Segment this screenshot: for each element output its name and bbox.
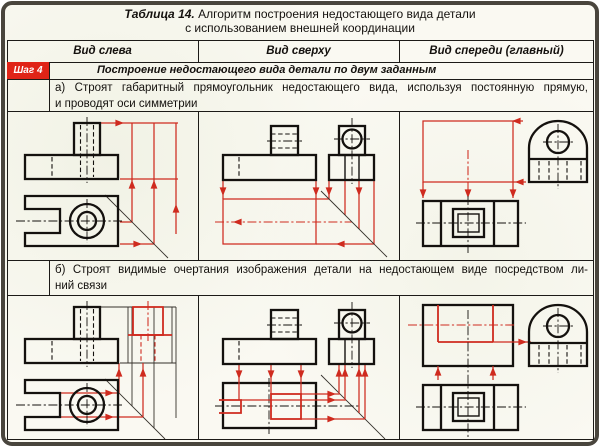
drawing-top-view-step-b [215,302,386,439]
column-header-top-view: Вид сверху [266,45,331,57]
table-title-line1: Алгоритм построения недостающего вида де… [198,7,476,21]
column-header-left-view: Вид слева [73,45,132,57]
drawing-left-view-step-a [16,117,180,259]
substep-b-line2: ний связи [55,279,108,292]
table-title-line2: с использованием внешней координации [185,21,415,35]
step-title: Построение недостающего вида детали по д… [97,64,437,76]
drawing-front-view-step-a [416,117,589,253]
step-badge: Шаг 4 [7,62,49,79]
substep-a-line1: а) Строят габаритный прямоугольник недос… [55,82,588,94]
drawing-top-view-step-a [215,118,388,258]
drawing-left-view-step-b [16,301,177,439]
substep-a-line2: и проводят оси симметрии [55,97,198,110]
table-title: Таблица 14. Алгоритм построения недостаю… [0,7,600,35]
substep-b-text: б) Строят видимые очертания изображения … [55,263,588,294]
column-header-front-view: Вид спереди (главный) [429,45,564,57]
substep-b-line1: б) Строят видимые очертания изображения … [55,264,588,276]
substep-a-text: а) Строят габаритный прямоугольник недос… [55,81,588,112]
drawing-front-view-step-b [408,303,589,437]
table-number-label: Таблица 14. [124,7,195,21]
